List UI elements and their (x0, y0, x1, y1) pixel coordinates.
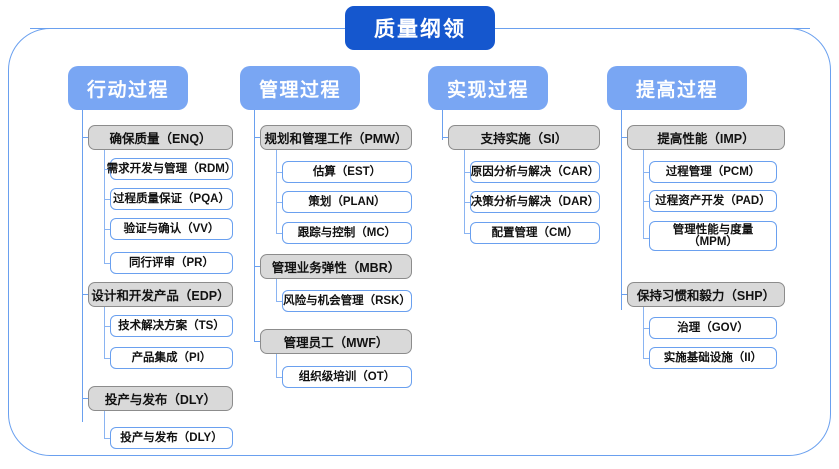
column-4-trunk (621, 110, 622, 310)
group-node-si[interactable]: 支持实施（SI） (448, 125, 600, 150)
leaf-node-dar[interactable]: 决策分析与解决（DAR） (470, 191, 600, 213)
connector-mwf-1 (276, 377, 282, 378)
connector-imp-3 (643, 238, 649, 239)
leaf-node-rdm[interactable]: 需求开发与管理（RDM） (107, 158, 236, 180)
leaf-node-rsk[interactable]: 风险与机会管理（RSK） (282, 290, 412, 312)
connector-enq-1 (104, 169, 110, 170)
connector-edp-1 (104, 326, 110, 327)
column-2-trunk (254, 110, 255, 341)
leaf-node-ot[interactable]: 组织级培训（OT） (282, 366, 412, 388)
connector-shp-2 (643, 358, 649, 359)
group-node-mwf[interactable]: 管理员工（MWF） (260, 329, 412, 354)
leaf-node-vv[interactable]: 验证与确认（VV） (110, 218, 233, 240)
leaf-node-pqa[interactable]: 过程质量保证（PQA） (110, 188, 233, 210)
connector-enq-2 (104, 199, 110, 200)
connector-pmw-3 (276, 233, 282, 234)
branch-trunk-imp (643, 150, 644, 238)
group-node-enq[interactable]: 确保质量（ENQ） (88, 125, 233, 150)
leaf-node-ii[interactable]: 实施基础设施（II） (649, 347, 777, 369)
leaf-node-pi[interactable]: 产品集成（PI） (110, 347, 233, 369)
connector-pmw-2 (276, 202, 282, 203)
leaf-node-car[interactable]: 原因分析与解决（CAR） (470, 161, 600, 183)
branch-trunk-dly (104, 411, 105, 438)
group-node-imp[interactable]: 提高性能（IMP） (627, 125, 785, 150)
connector-imp-2 (643, 201, 649, 202)
leaf-node-plan[interactable]: 策划（PLAN） (282, 191, 412, 213)
column-header-implementation-process[interactable]: 实现过程 (428, 66, 548, 110)
branch-trunk-pmw (276, 150, 277, 233)
leaf-node-mc[interactable]: 跟踪与控制（MC） (282, 222, 412, 244)
connector-c1-g3 (82, 398, 88, 399)
connector-si-2 (464, 202, 470, 203)
column-1-trunk (82, 110, 83, 422)
connector-pmw-1 (276, 172, 282, 173)
branch-trunk-si (464, 150, 465, 233)
leaf-node-mpm[interactable]: 管理性能与度量 （MPM） (649, 221, 777, 251)
leaf-node-ts[interactable]: 技术解决方案（TS） (110, 315, 233, 337)
leaf-node-pr[interactable]: 同行评审（PR） (110, 252, 233, 274)
column-header-improvement-process[interactable]: 提高过程 (607, 66, 747, 110)
connector-c4-g1 (621, 137, 627, 138)
leaf-node-pad[interactable]: 过程资产开发（PAD） (649, 190, 777, 212)
group-node-dly[interactable]: 投产与发布（DLY） (88, 386, 233, 411)
connector-c4-g2 (621, 294, 627, 295)
connector-si-3 (464, 233, 470, 234)
column-3-trunk (442, 110, 443, 140)
connector-c2-g2 (254, 266, 260, 267)
leaf-node-pcm[interactable]: 过程管理（PCM） (649, 161, 777, 183)
leaf-node-gov[interactable]: 治理（GOV） (649, 317, 777, 339)
connector-c3-g1 (442, 137, 448, 138)
column-header-action-process[interactable]: 行动过程 (68, 66, 188, 110)
root-title-node[interactable]: 质量纲领 (345, 6, 495, 50)
group-node-shp[interactable]: 保持习惯和毅力（SHP） (627, 282, 785, 307)
branch-trunk-enq (104, 150, 105, 263)
connector-c1-g1 (82, 137, 88, 138)
branch-trunk-edp (104, 307, 105, 358)
connector-enq-4 (104, 263, 110, 264)
connector-enq-3 (104, 229, 110, 230)
branch-trunk-shp (643, 307, 644, 358)
branch-trunk-mbr (276, 279, 277, 301)
connector-shp-1 (643, 328, 649, 329)
leaf-node-dly-child[interactable]: 投产与发布（DLY） (110, 427, 233, 449)
group-node-edp[interactable]: 设计和开发产品（EDP） (88, 282, 233, 307)
group-node-pmw[interactable]: 规划和管理工作（PMW） (260, 125, 412, 150)
leaf-node-est[interactable]: 估算（EST） (282, 161, 412, 183)
column-header-management-process[interactable]: 管理过程 (240, 66, 360, 110)
connector-si-1 (464, 172, 470, 173)
group-node-mbr[interactable]: 管理业务弹性（MBR） (260, 254, 412, 279)
branch-trunk-mwf (276, 354, 277, 377)
connector-c2-g1 (254, 137, 260, 138)
leaf-node-cm[interactable]: 配置管理（CM） (470, 222, 600, 244)
connector-dly-1 (104, 438, 110, 439)
connector-edp-2 (104, 358, 110, 359)
connector-c1-g2 (82, 294, 88, 295)
connector-mbr-1 (276, 301, 282, 302)
connector-imp-1 (643, 172, 649, 173)
connector-c2-g3 (254, 341, 260, 342)
